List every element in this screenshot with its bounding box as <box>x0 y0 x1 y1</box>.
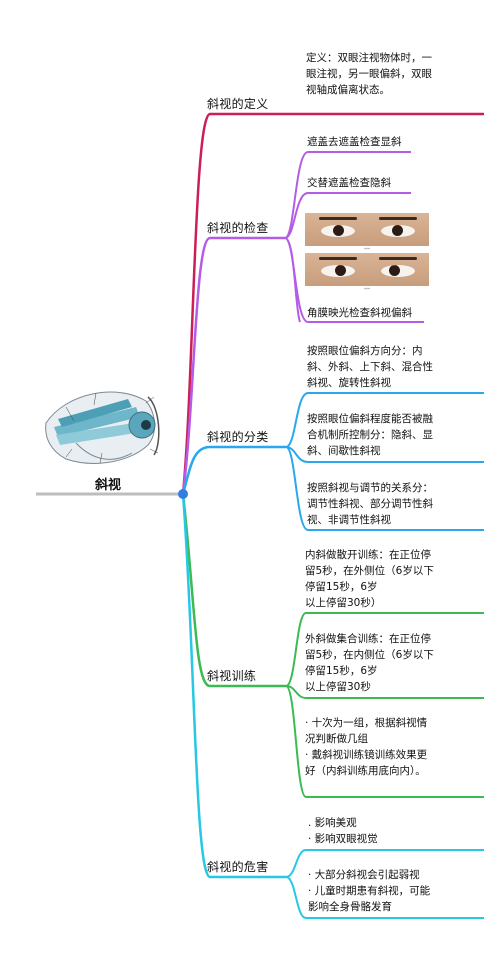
text-line: · 十次为一组，根据斜视情 <box>305 717 428 729</box>
branch-classification-label: 斜视的分类 <box>207 430 269 444</box>
connector-exam <box>181 236 285 495</box>
brow-left <box>319 257 357 260</box>
classification-leaf-fusion: 按照眼位偏斜程度能否被融 合机制所控制分：隐斜、显 斜、间歇性斜视 <box>307 411 433 459</box>
eye-right <box>381 265 415 277</box>
iris-right <box>389 265 400 276</box>
definition-line-3: 视轴成偏离状态。 <box>306 84 390 96</box>
branch-exam-label: 斜视的检查 <box>207 221 269 235</box>
text-line: 视、非调节性斜视 <box>307 514 391 526</box>
connector-train-leaf2 <box>285 685 484 699</box>
text-line: 斜、间歇性斜视 <box>307 445 381 457</box>
eye-left <box>321 225 355 237</box>
connector-exam-photo <box>284 237 301 323</box>
connector-training <box>181 493 286 688</box>
text-line: · 大部分斜视会引起弱视 <box>308 869 420 881</box>
eye-photo-2-caption: *** <box>364 287 370 292</box>
text-line: 影响全身骨骼发育 <box>308 901 392 913</box>
root-node-dot <box>178 489 188 499</box>
training-leaf-exotropia: 外斜做集合训练：在正位停 留5秒，在内侧位（6岁以下 停留15秒，6岁 以上停留… <box>305 631 434 695</box>
connector-classification <box>181 445 286 495</box>
text-line: 以上停留30秒 <box>305 681 371 693</box>
brow-left <box>319 217 357 220</box>
eye-photo-1 <box>305 213 429 246</box>
connector-exam-leaf3 <box>284 237 424 323</box>
iris-right <box>392 225 403 236</box>
eye-right <box>381 225 415 237</box>
iris-left <box>333 225 344 236</box>
text-line: 斜视、旋转性斜视 <box>307 377 391 389</box>
connector-definition <box>181 112 484 495</box>
text-line: 以上停留30秒） <box>305 597 382 609</box>
classification-leaf-direction: 按照眼位偏斜方向分：内 斜、外斜、上下斜、混合性 斜视、旋转性斜视 <box>307 343 433 391</box>
connector-exam-leaf1 <box>284 151 411 239</box>
text-line: 留5秒，在外侧位（6岁以下 <box>305 565 434 577</box>
harm-leaf-amblyopia: · 大部分斜视会引起弱视 · 儿童时期患有斜视，可能 影响全身骨骼发育 <box>308 867 430 915</box>
brow-right <box>379 217 417 220</box>
text-line: · 戴斜视训练镜训练效果更 <box>305 749 428 761</box>
iris-left <box>335 265 346 276</box>
text-line: 内斜做散开训练：在正位停 <box>305 549 431 561</box>
branch-harm-label: 斜视的危害 <box>207 860 269 874</box>
eye-muscle-illustration <box>45 391 160 464</box>
connector-harm <box>181 493 286 879</box>
connector-class-leaf3 <box>285 446 484 531</box>
text-line: 按照眼位偏斜程度能否被融 <box>307 413 433 425</box>
text-line: 按照眼位偏斜方向分：内 <box>307 345 423 357</box>
classification-leaf-accommodation: 按照斜视与调节的关系分： 调节性斜视、部分调节性斜 视、非调节性斜视 <box>307 480 433 528</box>
text-line: 合机制所控制分：隐斜、显 <box>307 429 433 441</box>
connector-train-leaf3 <box>285 685 484 798</box>
training-leaf-esotropia: 内斜做散开训练：在正位停 留5秒，在外侧位（6岁以下 停留15秒，6岁 以上停留… <box>305 547 434 611</box>
connector-harm-leaf1 <box>285 849 484 878</box>
text-line: . 影响美观 <box>308 817 357 829</box>
connector-class-leaf1 <box>285 392 484 448</box>
connector-train-leaf1 <box>285 612 484 687</box>
text-line: 停留15秒，6岁 <box>305 581 378 593</box>
text-line: 好（内斜训练用底向内）。 <box>305 765 426 777</box>
brow-right <box>379 257 417 260</box>
connector-class-leaf2 <box>285 446 484 463</box>
harm-leaf-appearance: . 影响美观 · 影响双眼视觉 <box>308 815 378 847</box>
eye-photo-1-caption: *** <box>364 247 370 252</box>
text-line: 留5秒，在内侧位（6岁以下 <box>305 649 434 661</box>
definition-line-1: 定义：双眼注视物体时，一 <box>306 52 432 64</box>
definition-text: 定义：双眼注视物体时，一 眼注视，另一眼偏斜，双眼 视轴成偏离状态。 <box>306 50 432 98</box>
root-title: 斜视 <box>95 478 122 493</box>
training-leaf-sets: · 十次为一组，根据斜视情 况判断做几组 · 戴斜视训练镜训练效果更 好（内斜训… <box>305 715 427 779</box>
eye-left <box>321 265 355 277</box>
connector-exam-leaf2 <box>284 192 411 239</box>
exam-leaf-cover-uncover: 遮盖去遮盖检查显斜 <box>307 136 402 148</box>
text-line: 停留15秒，6岁 <box>305 665 378 677</box>
exam-leaf-corneal-reflex: 角膜映光检查斜视偏斜 <box>307 307 412 319</box>
text-line: 斜、外斜、上下斜、混合性 <box>307 361 433 373</box>
text-line: · 儿童时期患有斜视，可能 <box>308 885 431 897</box>
definition-line-2: 眼注视，另一眼偏斜，双眼 <box>306 68 432 80</box>
text-line: 外斜做集合训练：在正位停 <box>305 633 431 645</box>
eye-photo-2 <box>305 253 429 286</box>
text-line: 况判断做几组 <box>305 733 368 745</box>
text-line: 调节性斜视、部分调节性斜 <box>307 498 433 510</box>
text-line: 按照斜视与调节的关系分： <box>307 482 433 494</box>
branch-training-label: 斜视训练 <box>207 669 257 683</box>
branch-definition-label: 斜视的定义 <box>207 97 269 111</box>
connector-harm-leaf2 <box>285 876 484 919</box>
exam-leaf-alternate-cover: 交替遮盖检查隐斜 <box>307 177 391 189</box>
text-line: · 影响双眼视觉 <box>308 833 378 845</box>
